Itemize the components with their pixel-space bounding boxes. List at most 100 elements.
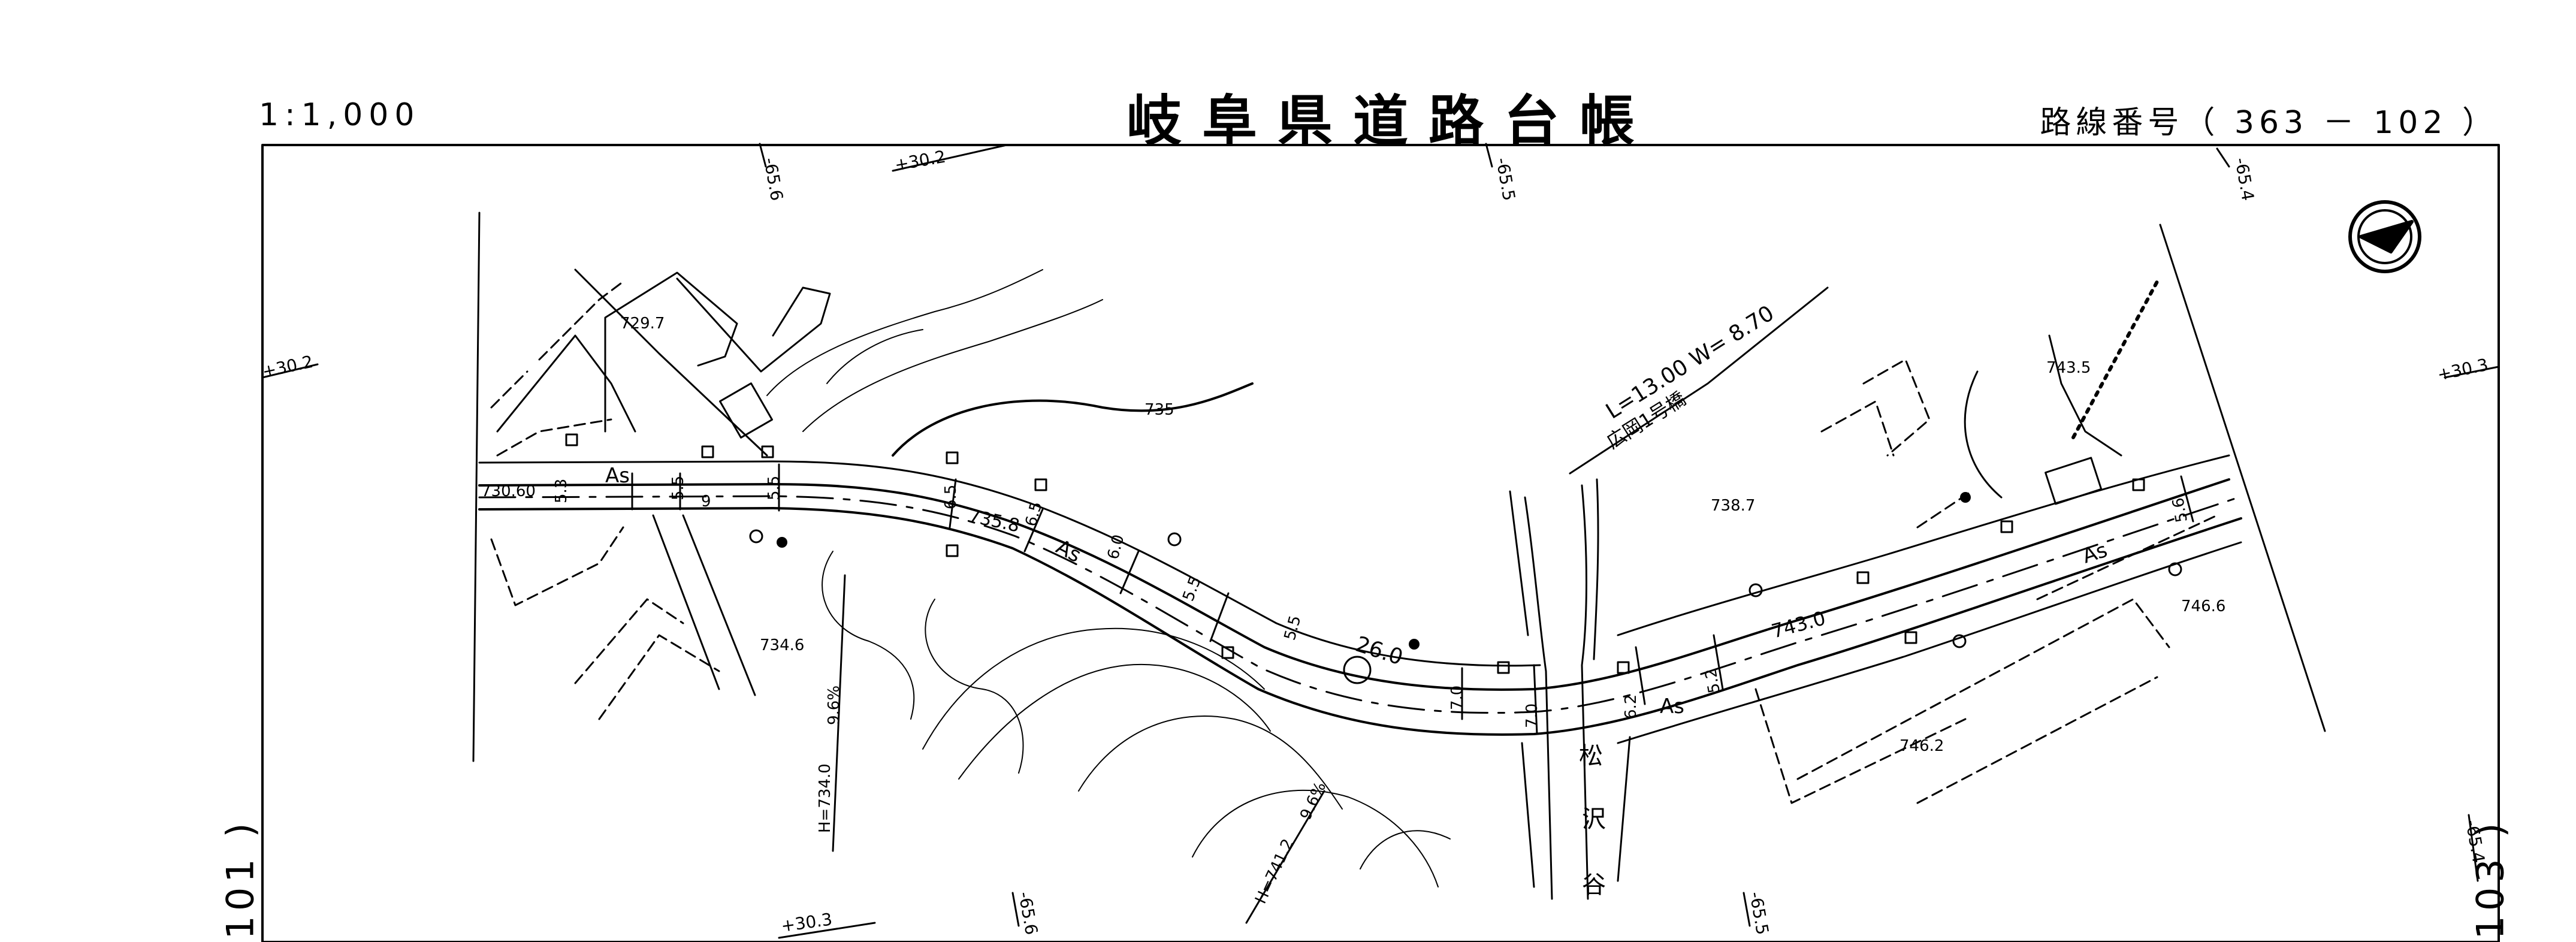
structure-box xyxy=(2045,457,2103,505)
width-label: 5.5 xyxy=(1179,574,1204,603)
bridge-leader-line xyxy=(1569,286,1829,475)
map-scale: 1:1,000 xyxy=(259,97,421,133)
grid-label: +30.3 xyxy=(780,909,833,936)
site-boundary-left xyxy=(472,212,481,762)
lots-lower-right xyxy=(1754,514,2218,804)
lot-line xyxy=(1754,688,1967,804)
contour-line xyxy=(826,329,923,384)
filled-symbols xyxy=(777,492,1971,650)
embankment xyxy=(1964,370,2003,499)
width-tick xyxy=(1533,664,1538,735)
route-close: ） xyxy=(2462,105,2498,141)
center-elevation: 26.0 xyxy=(1352,632,1406,671)
building-outline xyxy=(604,271,738,433)
width-label: 5.5 xyxy=(1281,614,1305,642)
route-number-value: 363 － 102 xyxy=(2234,105,2448,141)
grid-label: -65.5 xyxy=(1745,890,1772,936)
spot-height: 743.5 xyxy=(2046,359,2091,377)
grid-label: -65.5 xyxy=(1492,156,1519,202)
width-tick xyxy=(1023,508,1044,552)
grid-label: -65.6 xyxy=(1014,890,1041,936)
road-edge-north xyxy=(478,478,2230,691)
width-ticks xyxy=(631,463,2194,735)
spot-height: 729.7 xyxy=(620,315,665,333)
tick-mark xyxy=(892,144,1008,172)
property-line xyxy=(490,370,529,409)
lot-line xyxy=(598,634,720,720)
road-sidewalk-south xyxy=(1617,541,2242,744)
manhole-symbol xyxy=(1221,646,1234,659)
width-label: 6.5 xyxy=(942,485,960,509)
width-label: 6.5 xyxy=(1022,500,1046,529)
point-symbols xyxy=(565,433,2182,684)
stream-bank xyxy=(1509,490,1529,636)
stream-char: 松 xyxy=(1579,742,1603,770)
width-label: 5.5 xyxy=(765,476,783,500)
lot-line xyxy=(2036,514,2218,600)
manhole-symbol xyxy=(946,544,959,557)
map-frame xyxy=(261,144,2500,942)
manhole-symbol xyxy=(1856,571,1870,584)
tick-mark xyxy=(2444,366,2500,379)
manhole-symbol xyxy=(1617,661,1630,674)
tree-symbol xyxy=(1960,492,1971,503)
spot-height: 746.2 xyxy=(1899,737,1944,755)
tick-mark xyxy=(1743,892,1751,927)
property-line xyxy=(538,280,624,361)
contour-line xyxy=(958,663,1271,780)
lot-line xyxy=(1862,358,1931,457)
retaining-wall xyxy=(496,334,636,433)
stream-char: 谷 xyxy=(1582,871,1606,899)
width-label: 7.0 xyxy=(1448,686,1466,710)
width-tick xyxy=(1209,592,1230,642)
stream xyxy=(1509,478,1631,900)
stream-bank xyxy=(1617,736,1631,882)
grid-label: +30.3 xyxy=(2436,355,2490,385)
stream-bank xyxy=(1593,478,1599,660)
adjacent-sheet-left: 101 ) xyxy=(218,818,262,940)
lot-line xyxy=(490,526,624,606)
grid-label: +30.2 xyxy=(261,352,315,382)
spot-height: 746.6 xyxy=(2181,597,2225,615)
grade-line xyxy=(1245,790,1325,924)
tick-mark xyxy=(759,143,767,168)
grid-label: -65.6 xyxy=(760,156,787,202)
grade-percent: 9.6% xyxy=(825,686,843,725)
width-tick xyxy=(2180,475,2194,523)
surface-code: As xyxy=(1660,695,1684,718)
property-line xyxy=(496,418,612,457)
contours xyxy=(822,551,1451,887)
width-label: 9 xyxy=(701,493,711,511)
tick-mark xyxy=(1485,143,1493,168)
manhole-symbol xyxy=(701,445,714,458)
pole-symbol xyxy=(1952,634,1967,648)
contour-line xyxy=(892,382,1254,457)
manhole-symbol xyxy=(761,445,774,458)
site-boundary-right xyxy=(2159,224,2326,732)
width-tick xyxy=(949,478,957,529)
grade-percent: 9.6% xyxy=(1297,779,1330,823)
contour-line xyxy=(802,299,1103,432)
buildings-upper-left xyxy=(490,268,831,457)
route-label: 路線番号（ xyxy=(2040,105,2220,141)
route-number: 路線番号（ 363 － 102 ） xyxy=(2040,97,2498,142)
contour-line xyxy=(925,599,1024,774)
stream-char: 沢 xyxy=(1582,805,1606,833)
manhole-symbol xyxy=(2000,520,2013,533)
tick-mark xyxy=(2468,814,2479,882)
tree-symbol xyxy=(1409,639,1420,650)
hatched-slope xyxy=(2071,280,2159,439)
lot-line xyxy=(1820,400,1895,457)
width-label: 6.2 xyxy=(1622,695,1640,719)
spot-height: 738.7 xyxy=(1711,497,1755,515)
contour-label: 735 xyxy=(1144,401,1174,419)
road-edges xyxy=(478,454,2242,744)
contour-label: 743.0 xyxy=(1769,606,1828,642)
road-centerline xyxy=(478,495,2236,714)
spot-height: 730.60 xyxy=(481,482,536,500)
tick-mark xyxy=(1011,892,1020,927)
contour-line xyxy=(1078,715,1343,810)
width-tick xyxy=(1713,634,1724,690)
pole-symbol xyxy=(2168,562,2182,576)
